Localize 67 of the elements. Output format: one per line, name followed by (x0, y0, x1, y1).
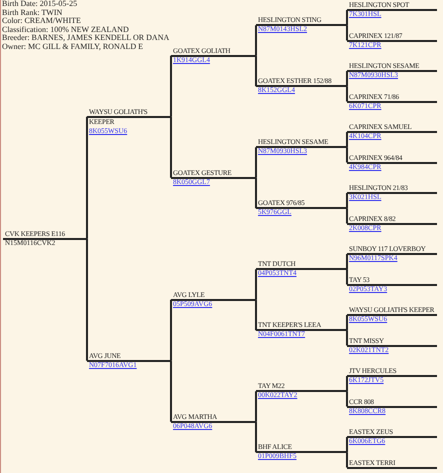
pedigree-connector (255, 391, 257, 422)
pedigree-entry (256, 381, 347, 400)
pedigree-entry (256, 442, 347, 462)
pedigree-connector (86, 238, 88, 361)
info-line: Owner: MC GILL & FAMILY, RONALD E (2, 42, 144, 51)
pedigree-connector (346, 330, 348, 346)
pedigree-entry (347, 305, 437, 324)
pedigree-entry (347, 366, 437, 385)
pedigree-entry (256, 15, 347, 34)
pedigree-entry (347, 61, 437, 80)
pedigree-entry (347, 214, 437, 232)
info-line: Classification: 100% NEW ZEALAND (2, 26, 130, 34)
pedigree-entry (347, 336, 437, 354)
pedigree-entry (347, 122, 437, 141)
pedigree-entry (256, 76, 347, 96)
pedigree-entry (256, 198, 347, 218)
pedigree-connector (170, 300, 172, 361)
pedigree-connector (170, 116, 172, 178)
pedigree-connector (170, 360, 172, 422)
pedigree-entry (256, 259, 347, 278)
pedigree-connector (255, 178, 257, 208)
pedigree-connector (255, 269, 257, 300)
pedigree-connector (170, 56, 172, 117)
info-line: Birth Date: 2015-05-25 (2, 0, 78, 8)
pedigree-connector (346, 10, 348, 26)
pedigree-entry (171, 290, 256, 309)
pedigree-entry (347, 458, 437, 468)
pedigree-connector (346, 208, 348, 224)
pedigree-connector (346, 86, 348, 102)
info-line: Breeder: BARNES, JAMES KENDELL OR DANA (2, 34, 170, 42)
pedigree-entry (347, 244, 437, 263)
pedigree-connector (346, 315, 348, 330)
pedigree-connector (346, 391, 348, 406)
pedigree-connector (255, 422, 257, 452)
pedigree-entry (171, 412, 256, 431)
pedigree-connector (255, 300, 257, 330)
pedigree-entry (347, 92, 437, 110)
pedigree-entry (256, 137, 347, 156)
pedigree-connector (346, 254, 348, 270)
pedigree-connector (255, 56, 257, 86)
pedigree-entry (347, 30, 437, 50)
pedigree-entry (87, 106, 171, 136)
pedigree-connector (346, 147, 348, 162)
pedigree-entry (347, 183, 437, 202)
pedigree-connector (346, 193, 348, 208)
pedigree-connector (346, 25, 348, 40)
pedigree-connector (346, 452, 348, 468)
pedigree-connector (86, 116, 88, 239)
pedigree-entry (347, 274, 437, 294)
pedigree-connector (346, 269, 348, 284)
pedigree-connector (346, 71, 348, 86)
pedigree-connector (346, 132, 348, 148)
pedigree-connector (255, 147, 257, 178)
pedigree-entry (171, 46, 256, 65)
pedigree-connector (255, 25, 257, 56)
pedigree-entry (171, 168, 256, 187)
info-line: Color: CREAM/WHITE (2, 17, 82, 26)
pedigree-entry (347, 0, 437, 19)
pedigree-entry (256, 320, 347, 340)
pedigree-connector (346, 437, 348, 452)
pedigree-connector (346, 376, 348, 392)
pedigree-entry (87, 350, 171, 370)
pedigree-entry (347, 427, 437, 446)
info-line: Birth Rank: TWIN (2, 8, 64, 17)
pedigree-entry (347, 396, 437, 416)
pedigree-entry (347, 152, 437, 172)
pedigree-entry (3, 228, 87, 248)
